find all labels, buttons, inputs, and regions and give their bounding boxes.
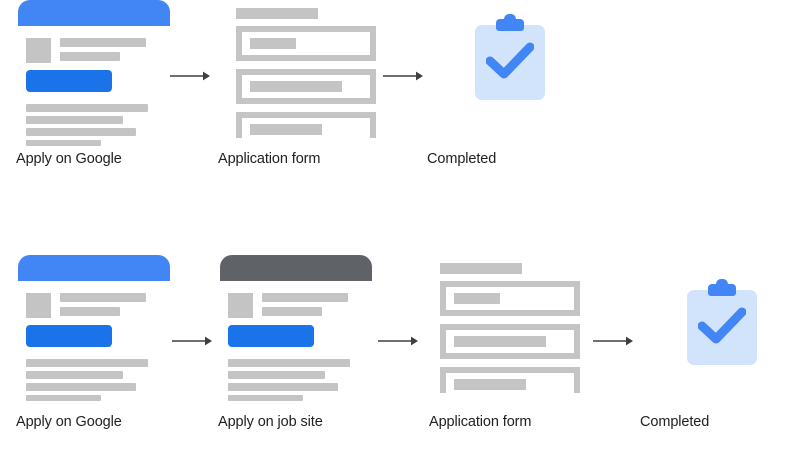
form-field-value [454,379,526,390]
card-thumbnail [26,293,51,318]
step-label-apply-on-job-site: Apply on job site [218,414,323,430]
step-label-apply-on-google: Apply on Google [16,151,122,167]
job-site-card [210,255,372,401]
card-body-line [26,116,123,124]
apply-button[interactable] [228,325,314,347]
card-header-bar [220,255,372,281]
apply-button[interactable] [26,325,112,347]
step-label-apply-on-google: Apply on Google [16,414,122,430]
card-thumbnail [228,293,253,318]
card-body-line [26,140,101,146]
step-label-completed: Completed [640,414,710,430]
step-label-application-form: Application form [429,414,532,430]
card-header-bar [18,255,170,281]
card-subtitle-line [60,307,120,316]
form-field[interactable] [236,112,376,138]
search-result-card [8,0,170,146]
card-body-line [26,383,136,391]
card-thumbnail [26,38,51,63]
card-body-line [228,383,338,391]
flow-apply-on-google: Apply on Google Appl [0,0,800,180]
arrow-right-icon [383,70,423,82]
clipboard-check-icon [687,279,757,365]
arrow-right-icon [593,335,633,347]
form-document [432,255,580,393]
card-body-line [228,371,325,379]
step-label-completed: Completed [427,151,497,167]
card-title-line [262,293,348,302]
form-title-line [440,263,522,274]
form-field[interactable] [236,69,376,104]
card-body-line [26,359,148,367]
arrow-right-icon [172,335,212,347]
search-result-card [8,255,170,401]
form-field-value [250,38,296,49]
clipboard-clip [708,284,736,296]
form-title-line [236,8,318,19]
card-body-line [228,359,350,367]
arrow-right-icon [170,70,210,82]
arrow-right-icon [378,335,418,347]
step-label-application-form: Application form [218,151,321,167]
form-field-value [454,336,546,347]
card-body-line [228,395,303,401]
clipboard-clip [496,19,524,31]
card-body-line [26,128,136,136]
form-field-value [454,293,500,304]
form-field[interactable] [440,281,580,316]
form-field-value [250,124,322,135]
card-title-line [60,38,146,47]
card-header-bar [18,0,170,26]
check-mark-icon [698,307,746,344]
apply-button[interactable] [26,70,112,92]
card-title-line [60,293,146,302]
form-field[interactable] [440,324,580,359]
form-document [228,0,376,138]
card-body-line [26,371,123,379]
clipboard-knob [504,14,516,24]
form-field[interactable] [236,26,376,61]
card-body-line [26,104,148,112]
card-subtitle-line [262,307,322,316]
form-field-value [250,81,342,92]
card-subtitle-line [60,52,120,61]
check-mark-icon [486,42,534,79]
clipboard-knob [716,279,728,289]
card-body-line [26,395,101,401]
form-field[interactable] [440,367,580,393]
flow-apply-on-job-site: Apply on Google Apply on job site [0,255,800,450]
clipboard-check-icon [475,14,545,100]
